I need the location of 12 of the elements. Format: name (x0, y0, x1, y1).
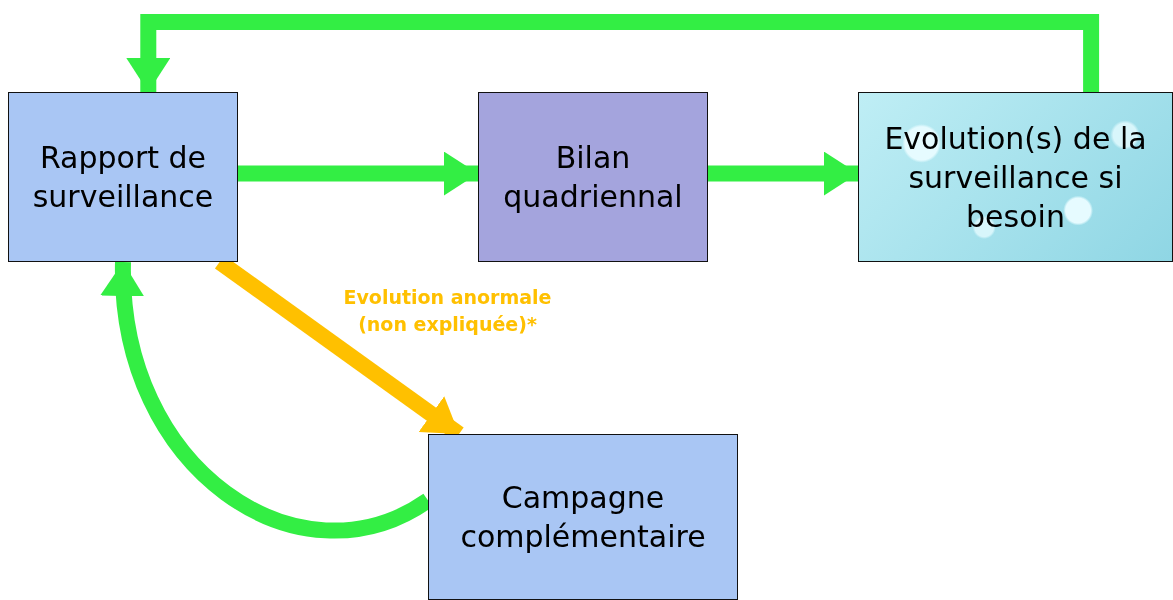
process-box (858, 92, 1173, 262)
arrow (708, 151, 858, 196)
arrow (126, 14, 1100, 92)
box-text: Evolution(s) de la surveillance si besoin (883, 119, 1148, 236)
edge-label: Evolution anormale (non expliquée)* (342, 285, 553, 337)
box-text: Rapport de surveillance (31, 139, 215, 216)
box-text: Bilan quadriennal (502, 139, 684, 216)
process-box (428, 434, 738, 600)
arrow (238, 151, 478, 196)
box-text: Campagne complémentaire (459, 479, 707, 556)
process-box (478, 92, 708, 262)
process-box (8, 92, 238, 262)
